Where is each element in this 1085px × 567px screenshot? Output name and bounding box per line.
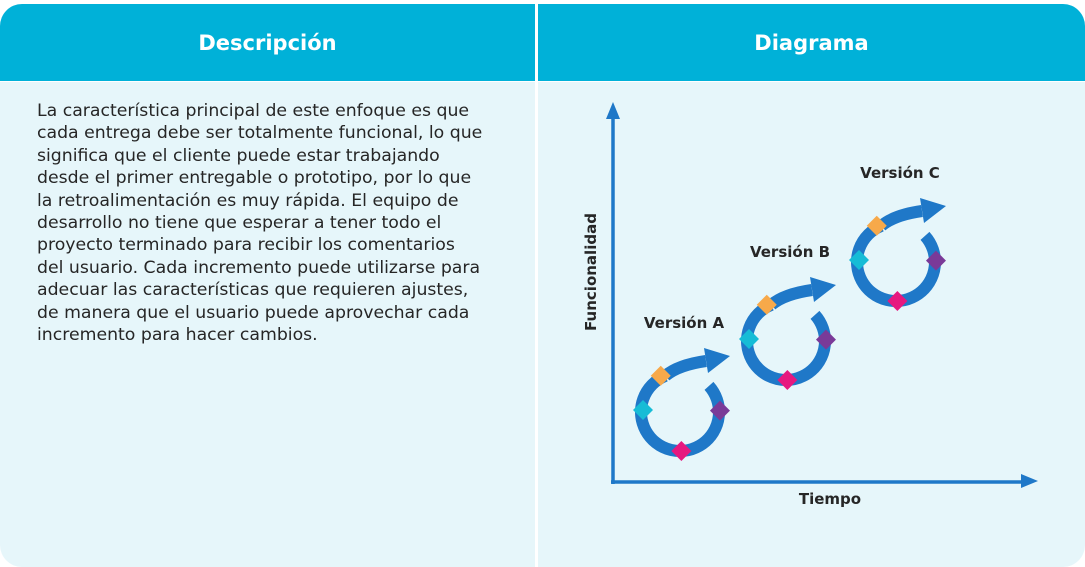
header-diagrama-label: Diagrama [754,30,869,55]
version-label: Versión C [860,164,940,182]
description-line: la retroalimentación es muy rápida. El e… [37,190,459,211]
diagram-cell: Funcionalidad Tiempo Versión A Versión B V… [538,82,1085,567]
description-line: del usuario. Cada incremento puede utili… [37,257,481,278]
cycle-arc [635,370,725,457]
description-line: proyecto terminado para recibir los come… [37,235,455,256]
description-text: La característica principal de este enfo… [37,100,517,346]
description-line: adecuar las características que requiere… [37,280,469,301]
description-line: significa que el cliente puede estar tra… [37,145,440,166]
cycle-tail [767,284,813,310]
marker-orange [756,294,777,315]
cycle-tail [877,205,923,231]
cycle-arc [741,299,831,386]
marker-orange [650,365,671,386]
version-cycle: Versión C [849,164,946,311]
header-descripcion: Descripción [0,4,535,81]
marker-cyan [633,400,653,420]
incremental-diagram: Funcionalidad Tiempo Versión A Versión B V… [582,102,1038,508]
marker-orange [866,215,887,236]
version-cycle: Versión A [633,314,730,461]
marker-pink [777,369,798,390]
header-descripcion-label: Descripción [198,30,337,55]
marker-cyan [739,329,759,349]
marker-cyan [849,250,869,270]
arrowhead [810,277,836,302]
y-axis-label: Funcionalidad [582,213,600,331]
marker-purple [709,400,730,421]
marker-pink [671,440,692,461]
version-cycle: Versión B [739,243,836,390]
y-axis-arrowhead [606,102,620,119]
description-cell: La característica principal de este enfo… [0,82,535,567]
description-line: desarrollo no tiene que esperar a tener … [37,213,442,234]
marker-purple [815,329,836,350]
description-line: incremento para hacer cambios. [37,325,318,346]
header-diagrama: Diagrama [538,4,1085,81]
cycle-arc [851,220,941,307]
arrowhead [920,198,946,223]
x-axis-label: Tiempo [799,490,861,508]
version-label: Versión B [750,243,830,261]
cycle-tail [661,355,707,381]
x-axis-arrowhead [1021,474,1038,488]
description-line: de manera que el usuario puede aprovecha… [37,302,470,323]
version-label: Versión A [644,314,725,332]
description-line: cada entrega debe ser totalmente funcion… [37,123,483,144]
marker-purple [925,250,946,271]
arrowhead [704,348,730,373]
description-line: La característica principal de este enfo… [37,101,470,121]
description-line: desde el primer entregable o prototipo, … [37,168,472,189]
marker-pink [887,290,908,311]
